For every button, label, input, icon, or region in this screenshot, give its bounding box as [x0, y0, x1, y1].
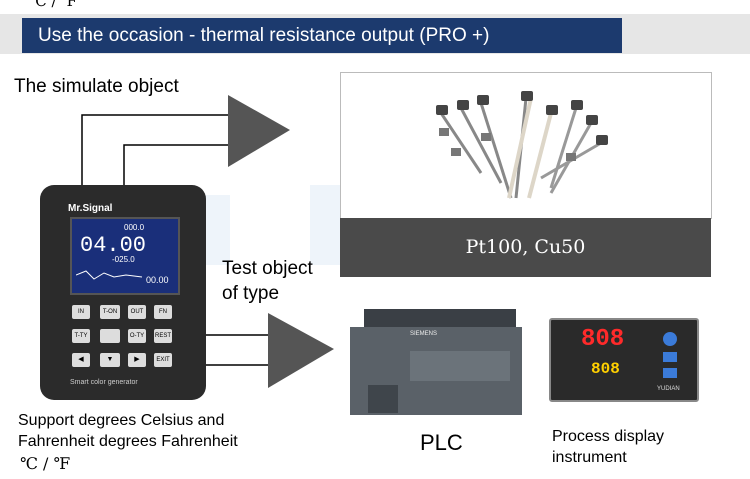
top-units-text: ℃ / ℉ [30, 0, 78, 10]
pdi-label-line1: Process display [552, 428, 665, 445]
key-rest[interactable]: REST [154, 329, 172, 343]
pdi-down-button[interactable] [663, 368, 677, 378]
key-t-ty[interactable]: T-TY [72, 329, 90, 343]
screen-sub-top: 000.0 [124, 223, 145, 232]
plc-port [368, 385, 398, 413]
support-text: Support degrees Celsius and Fahrenheit d… [18, 410, 238, 452]
sensor-caption: Pt100, Cu50 [465, 236, 586, 258]
sensor-photo [340, 72, 712, 219]
key-o-ty[interactable]: O-TY [128, 329, 146, 343]
pdi-sv-value: 808 [591, 360, 620, 378]
simulate-object-label: The simulate object [14, 76, 179, 97]
test-label-line1: Test object [222, 258, 313, 279]
signal-generator-device: Mr.Signal 000.0 04.00 -025.0 00.00 IN T-… [40, 185, 206, 400]
caption-bar [340, 218, 711, 277]
plc-front-panel [410, 351, 510, 381]
pdi-label-line2: instrument [552, 449, 627, 466]
device-footer-text: Smart color generator [70, 379, 138, 386]
screen-sub-bottom: -025.0 [112, 255, 135, 264]
upper-output-triangle [228, 95, 290, 167]
key-up[interactable] [100, 329, 120, 343]
key-down[interactable]: ▼ [100, 353, 120, 367]
device-keypad: IN T-ON OUT FN T-TY O-TY REST ◀ ▼ ▶ EXIT [70, 303, 180, 373]
key-t-on[interactable]: T-ON [100, 305, 120, 319]
plc-top-terminal [364, 309, 516, 327]
lower-output-triangle [268, 313, 334, 388]
process-display-label: Process display instrument [552, 426, 664, 468]
pdi-set-button[interactable] [663, 332, 677, 346]
key-exit[interactable]: EXIT [154, 353, 172, 367]
support-units-text: ℃ / ℉ [20, 454, 71, 473]
support-line2: Fahrenheit degrees Fahrenheit [18, 433, 238, 450]
support-line1: Support degrees Celsius and [18, 412, 225, 429]
process-display-instrument: 808 808 YUDIAN [549, 318, 699, 402]
screen-main-value: 04.00 [80, 233, 147, 258]
device-brand: Mr.Signal [68, 203, 113, 214]
pdi-up-button[interactable] [663, 352, 677, 362]
key-fn[interactable]: FN [154, 305, 172, 319]
device-screen: 000.0 04.00 -025.0 00.00 [70, 217, 180, 295]
test-object-label: Test object of type [222, 256, 313, 306]
thermocouple-probes-image [436, 91, 608, 199]
key-out[interactable]: OUT [128, 305, 146, 319]
screen-side-value: 00.00 [146, 275, 169, 285]
key-in[interactable]: IN [72, 305, 90, 319]
plc-device: SIEMENS [350, 305, 522, 417]
test-label-line2: of type [222, 283, 280, 304]
key-right[interactable]: ▶ [128, 353, 146, 367]
plc-brand: SIEMENS [410, 331, 438, 337]
banner-title: Use the occasion - thermal resistance ou… [22, 18, 622, 53]
screen-trend-graph [76, 270, 143, 280]
pdi-pv-value: 808 [581, 326, 625, 353]
key-left[interactable]: ◀ [72, 353, 90, 367]
pdi-brand: YUDIAN [657, 386, 680, 392]
plc-label: PLC [420, 430, 463, 455]
